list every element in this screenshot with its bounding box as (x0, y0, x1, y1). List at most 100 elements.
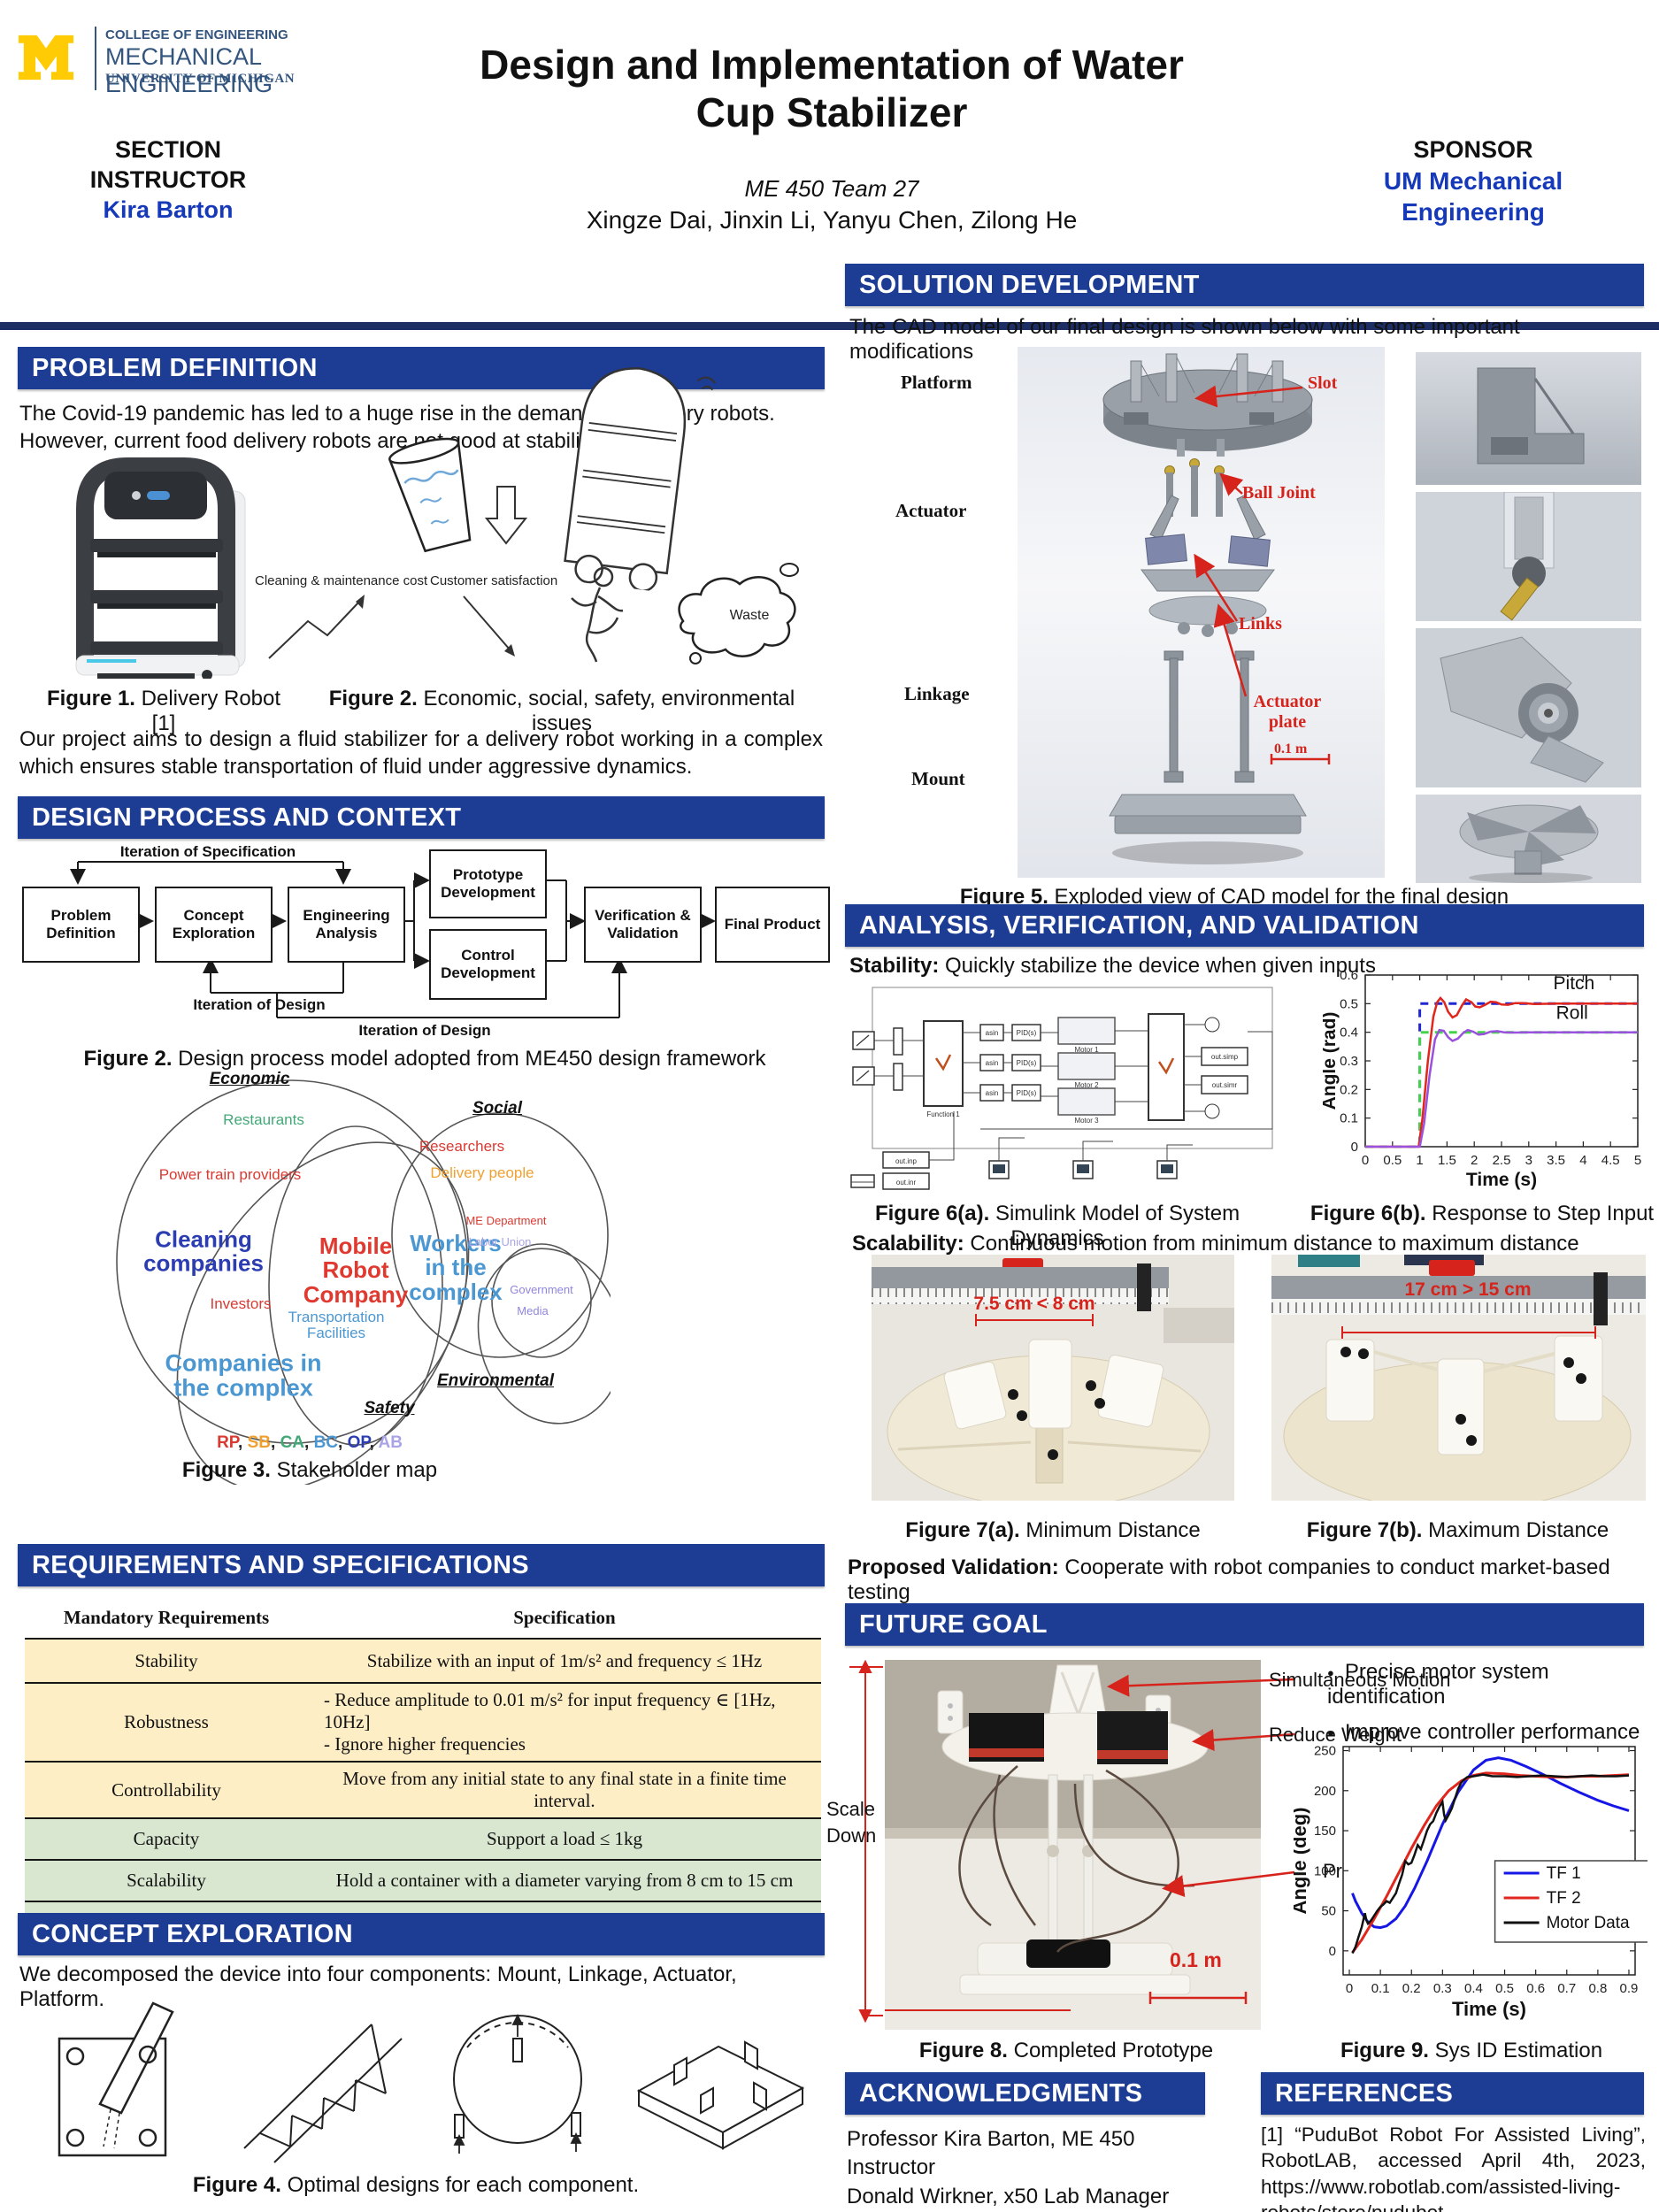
figure7a-caption: Figure 7(a). Minimum Distance (905, 1518, 1201, 1542)
table-row: Stability Stabilize with an input of 1m/… (25, 1639, 821, 1683)
simulink-in1: out.inp (895, 1157, 918, 1165)
stakeholder-label-delivery-people: Delivery people (430, 1164, 534, 1182)
concept-intro: We decomposed the device into four compo… (19, 1962, 737, 2011)
stakeholder-legend-part: , (338, 1433, 348, 1452)
rising-cost-arrow-icon (268, 595, 365, 659)
figure9-caption: Figure 9. Sys ID Estimation (1340, 2039, 1603, 2062)
scalability-line: Scalability: Continuous motion from mini… (852, 1232, 1579, 1256)
solution-intro: The CAD model of our final design is sho… (849, 315, 1520, 364)
stakeholder-legend-part: BC (313, 1433, 339, 1452)
svg-text:3.5: 3.5 (1547, 1153, 1565, 1168)
svg-text:0.7: 0.7 (1557, 1981, 1576, 1996)
stakeholder-ellipses (116, 1079, 624, 1492)
svg-text:0.6: 0.6 (1340, 968, 1358, 983)
svg-text:250: 250 (1314, 1744, 1336, 1759)
stakeholder-label-labor-union: Labor Union (468, 1235, 532, 1249)
tilted-cup-sketch (388, 437, 472, 553)
simulink-in2: out.inr (896, 1179, 917, 1187)
svg-text:asin: asin (986, 1029, 999, 1037)
iteration-design-mid-label: Iteration of Design (193, 996, 326, 1013)
col-specification: Specification (308, 1598, 821, 1640)
svg-text:0.2: 0.2 (1340, 1082, 1358, 1097)
stakeholder-label-power-train-providers: Power train providers (158, 1166, 302, 1184)
stakeholder-legend-part: , (369, 1433, 379, 1452)
scale-down-annotation: Scale Down (826, 1798, 877, 1847)
cad-callout-actuator-plate: Actuator plate (1253, 692, 1322, 732)
section-design-process: DESIGN PROCESS AND CONTEXT (18, 796, 825, 839)
section-requirements: REQUIREMENTS AND SPECIFICATIONS (18, 1544, 825, 1586)
references-text: [1] “PuduBot Robot For Assisted Living”,… (1261, 2124, 1646, 2212)
max-distance-annotation: 17 cm > 15 cm (1404, 1279, 1531, 1300)
simulink-motor3: Motor 3 (1074, 1117, 1099, 1125)
acknowledgments-text: Professor Kira Barton, ME 450 Instructor… (847, 2127, 1170, 2208)
waste-label: Waste (730, 608, 770, 623)
logo-divider (95, 27, 96, 90)
section-concept-exploration: CONCEPT EXPLORATION (18, 1913, 825, 1955)
svg-text:PID(s): PID(s) (1017, 1029, 1037, 1037)
svg-text:0: 0 (1362, 1153, 1369, 1168)
section-solution-development: SOLUTION DEVELOPMENT (845, 264, 1644, 306)
stakeholder-legend: RP, SB, CA, BC, OP, AB (168, 1433, 451, 1453)
svg-text:3: 3 (1525, 1153, 1532, 1168)
flow-box-control-development: Control Development (429, 929, 547, 1000)
um-logo: COLLEGE OF ENGINEERING MECHANICAL ENGINE… (13, 25, 385, 104)
down-arrow-icon (485, 486, 527, 545)
stakeholder-label-government: Government (510, 1283, 573, 1297)
svg-text:2: 2 (1471, 1153, 1478, 1168)
svg-text:4: 4 (1579, 1153, 1586, 1168)
iteration-spec-label: Iteration of Specification (119, 843, 296, 860)
stakeholder-label-restaurants: Restaurants (223, 1111, 304, 1129)
table-header-row: Mandatory Requirements Specification (25, 1598, 821, 1640)
falling-satisfaction-arrow-icon (463, 595, 515, 657)
title-line1: Design and Implementation of Water (480, 42, 1184, 88)
cad-label-linkage: Linkage (904, 683, 970, 704)
label-cleaning-cost: Cleaning & maintenance cost (255, 573, 428, 588)
stakeholder-label-mobile-robot-company: Mobile Robot Company (303, 1233, 409, 1308)
table-row: Scalability Hold a container with a diam… (25, 1860, 821, 1901)
team-name: ME 450 Team 27 (744, 175, 919, 202)
figure7b-caption: Figure 7(b). Maximum Distance (1306, 1518, 1609, 1542)
detail-actuator-plate (1416, 795, 1641, 883)
proposed-validation-line: Proposed Validation: Cooperate with robo… (848, 1555, 1610, 1604)
svg-text:200: 200 (1314, 1784, 1336, 1799)
poster-title: Design and Implementation of Water Cup S… (425, 41, 1239, 137)
section-future-goal: FUTURE GOAL (845, 1603, 1644, 1646)
detail-link-bearing (1416, 628, 1641, 787)
svg-text:0.5: 0.5 (1340, 996, 1358, 1011)
stakeholder-label-economic: Economic (209, 1070, 290, 1089)
instructor-name: Kira Barton (103, 196, 234, 223)
svg-text:Roll: Roll (1556, 1002, 1588, 1023)
section-analysis: ANALYSIS, VERIFICATION, AND VALIDATION (845, 904, 1644, 947)
bullet-motor-identification: Precise motor system identification (1327, 1660, 1655, 1709)
sponsor-name: UM Mechanical Engineering (1383, 166, 1563, 226)
flow-box-problem-definition: Problem Definition (22, 887, 140, 963)
cad-callout-links: Links (1239, 614, 1282, 634)
simulink-function-label: Function 1 (926, 1110, 960, 1118)
design-process-arrows (70, 861, 716, 1018)
svg-text:TF 1: TF 1 (1547, 1864, 1581, 1883)
table-row: Controllability Move from any initial st… (25, 1762, 821, 1818)
svg-text:PID(s): PID(s) (1017, 1059, 1037, 1067)
svg-text:100: 100 (1314, 1863, 1336, 1878)
platform-concept-sketch (636, 2040, 805, 2150)
stakeholder-legend-part: AB (378, 1433, 403, 1452)
svg-text:0.4: 0.4 (1340, 1025, 1358, 1041)
svg-text:0.4: 0.4 (1464, 1981, 1483, 1996)
scale-down-dimension-line (849, 1660, 883, 2024)
detail-ball-joint (1416, 492, 1641, 621)
stability-line: Stability: Quickly stabilize the device … (849, 954, 1376, 978)
stakeholder-label-workers-in-the-complex: Workers in the complex (409, 1230, 503, 1305)
iteration-design-bottom-label: Iteration of Design (358, 1022, 491, 1039)
col-mandatory-requirements: Mandatory Requirements (25, 1598, 308, 1640)
svg-text:TF 2: TF 2 (1547, 1889, 1581, 1908)
min-distance-annotation: 7.5 cm < 8 cm (973, 1294, 1094, 1314)
svg-text:0: 0 (1351, 1140, 1358, 1155)
stakeholder-label-researchers: Researchers (419, 1138, 505, 1156)
delivery-cart-sketch (564, 367, 717, 592)
problem-para2: Our project aims to design a fluid stabi… (19, 727, 823, 780)
simulink-motor1: Motor 1 (1074, 1046, 1099, 1054)
stakeholder-legend-part: CA (280, 1433, 305, 1452)
svg-text:2.5: 2.5 (1493, 1153, 1511, 1168)
